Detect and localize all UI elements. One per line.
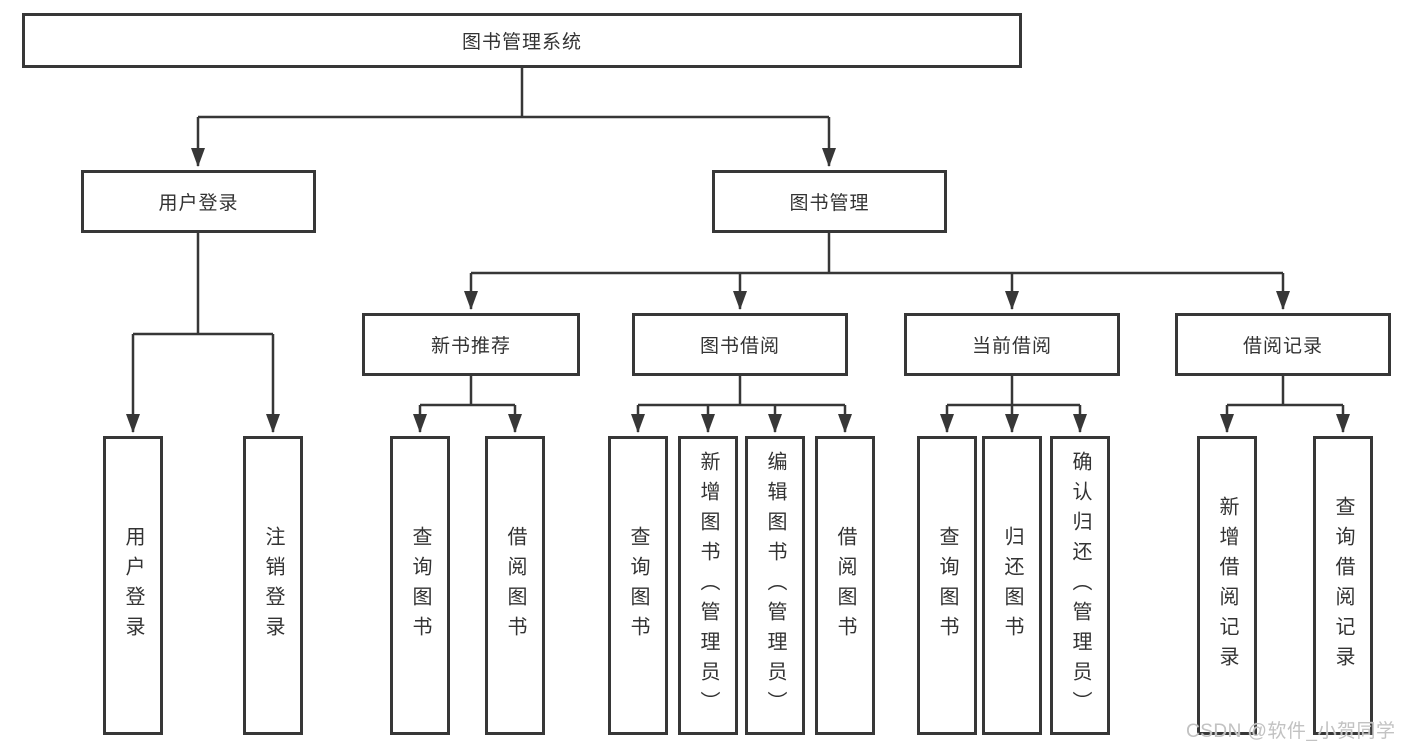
watermark: CSDN @软件_小贺同学 (1186, 721, 1396, 742)
leaf-borrow-books-recommend: 借阅图书 (485, 436, 545, 735)
leaf-add-book-admin: 新增图书（管理员） (678, 436, 738, 735)
leaf-query-books-borrow: 查询图书 (608, 436, 668, 735)
leaf-confirm-return-admin: 确认归还（管理员） (1050, 436, 1110, 735)
node-book-management: 图书管理 (712, 170, 947, 233)
leaf-query-borrow-record: 查询借阅记录 (1313, 436, 1373, 735)
leaf-label: 用户登录 (122, 525, 144, 646)
leaf-label: 注销登录 (262, 525, 284, 646)
leaf-label: 查询图书 (936, 525, 958, 646)
leaf-label: 查询图书 (627, 525, 649, 646)
leaf-borrow-books: 借阅图书 (815, 436, 875, 735)
leaf-label: 查询借阅记录 (1332, 495, 1354, 676)
leaf-user-login: 用户登录 (103, 436, 163, 735)
leaf-label: 新增图书（管理员） (697, 450, 719, 721)
node-user-login-branch: 用户登录 (81, 170, 316, 233)
leaf-return-books: 归还图书 (982, 436, 1042, 735)
leaf-label: 确认归还（管理员） (1069, 450, 1091, 721)
node-root: 图书管理系统 (22, 13, 1022, 68)
node-book-borrow: 图书借阅 (632, 313, 848, 376)
leaf-label: 归还图书 (1001, 525, 1023, 646)
leaf-label: 查询图书 (409, 525, 431, 646)
leaf-query-books-recommend: 查询图书 (390, 436, 450, 735)
connector-arrows (126, 117, 1350, 433)
node-new-book-recommend: 新书推荐 (362, 313, 580, 376)
leaf-label: 新增借阅记录 (1216, 495, 1238, 676)
leaf-edit-book-admin: 编辑图书（管理员） (745, 436, 805, 735)
leaf-label: 借阅图书 (834, 525, 856, 646)
leaf-add-borrow-record: 新增借阅记录 (1197, 436, 1257, 735)
leaf-logout: 注销登录 (243, 436, 303, 735)
node-borrow-records: 借阅记录 (1175, 313, 1391, 376)
leaf-query-books-current: 查询图书 (917, 436, 977, 735)
leaf-label: 编辑图书（管理员） (764, 450, 786, 721)
leaf-label: 借阅图书 (504, 525, 526, 646)
node-current-borrow: 当前借阅 (904, 313, 1120, 376)
